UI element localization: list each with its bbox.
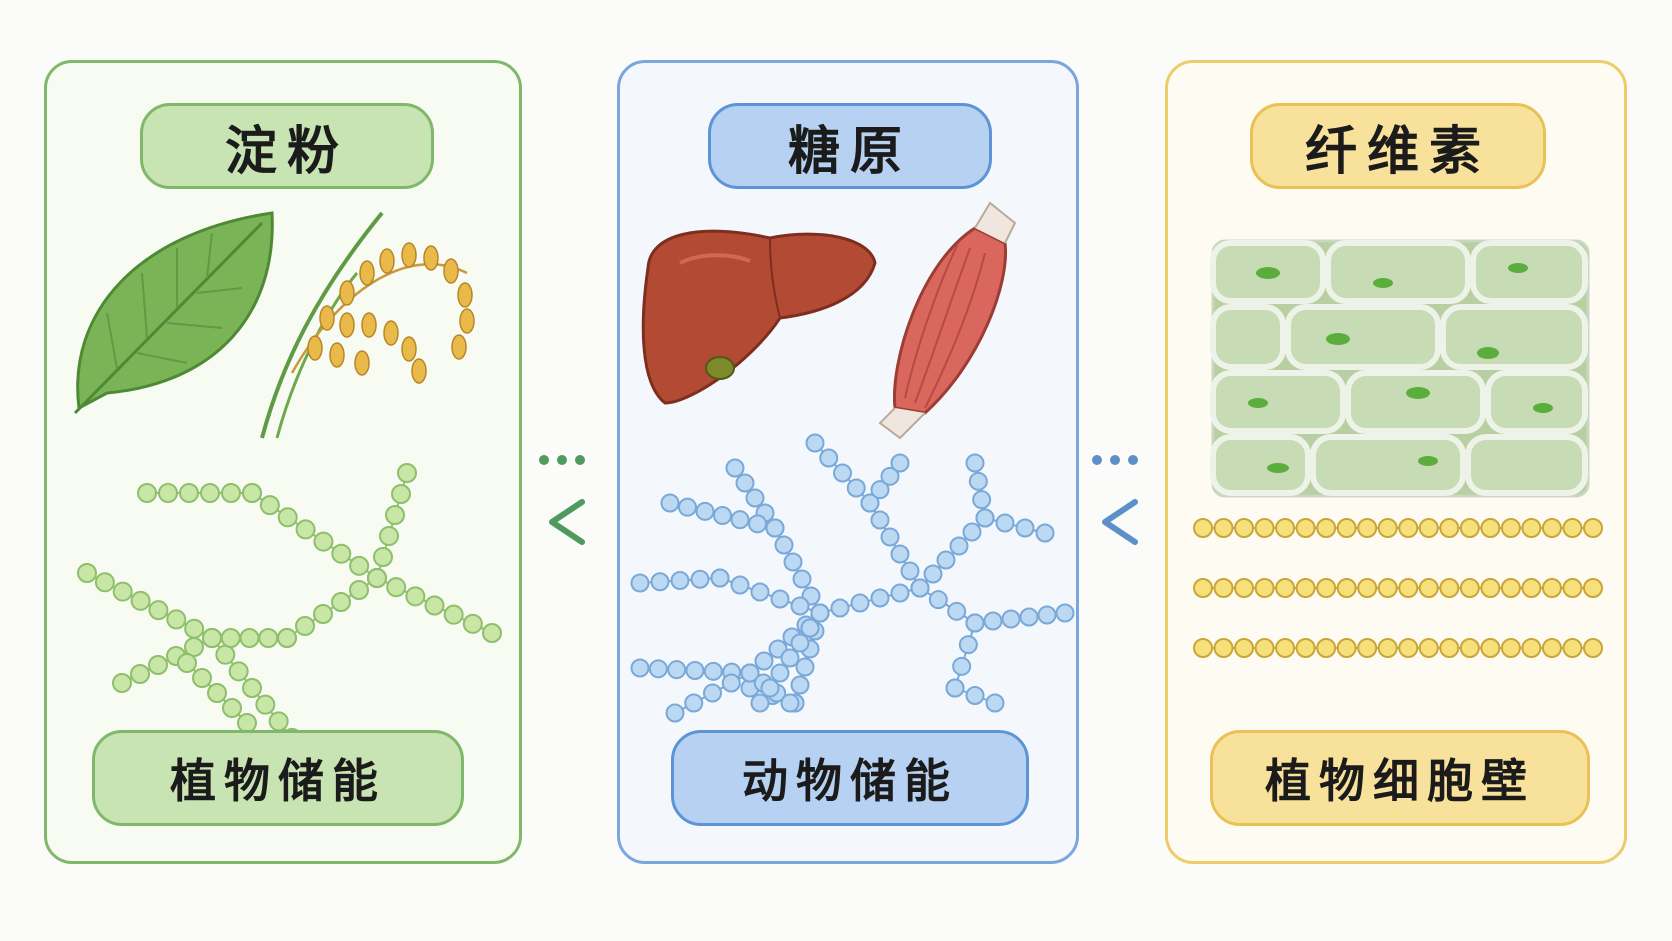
glycogen-subtitle: 动物储能 — [671, 730, 1029, 826]
branched-chain-icon — [77, 463, 502, 768]
starch-title: 淀粉 — [140, 103, 434, 189]
connector-starch-glycogen — [539, 455, 585, 545]
glycogen-illustrations — [630, 201, 1075, 723]
glycogen-panel: 糖原 动物储能 — [617, 60, 1079, 864]
starch-panel: 淀粉 — [44, 60, 522, 864]
cellulose-subtitle: 植物细胞壁 — [1210, 730, 1590, 826]
connector-glycogen-cellulose — [1092, 455, 1138, 545]
cellulose-illustrations — [1193, 239, 1603, 658]
cellulose-panel: 纤维素 — [1165, 60, 1627, 864]
liver-icon — [641, 229, 877, 405]
highly-branched-chain-icon — [630, 433, 1075, 723]
leaf-icon — [73, 211, 274, 415]
muscle-icon — [878, 201, 1017, 440]
linear-chains-icon — [1193, 518, 1603, 658]
plant-cell-wall-icon — [1210, 239, 1590, 498]
cellulose-title: 纤维素 — [1250, 103, 1546, 189]
glycogen-title: 糖原 — [708, 103, 992, 189]
rice-icon — [260, 211, 475, 439]
starch-subtitle: 植物储能 — [92, 730, 464, 826]
